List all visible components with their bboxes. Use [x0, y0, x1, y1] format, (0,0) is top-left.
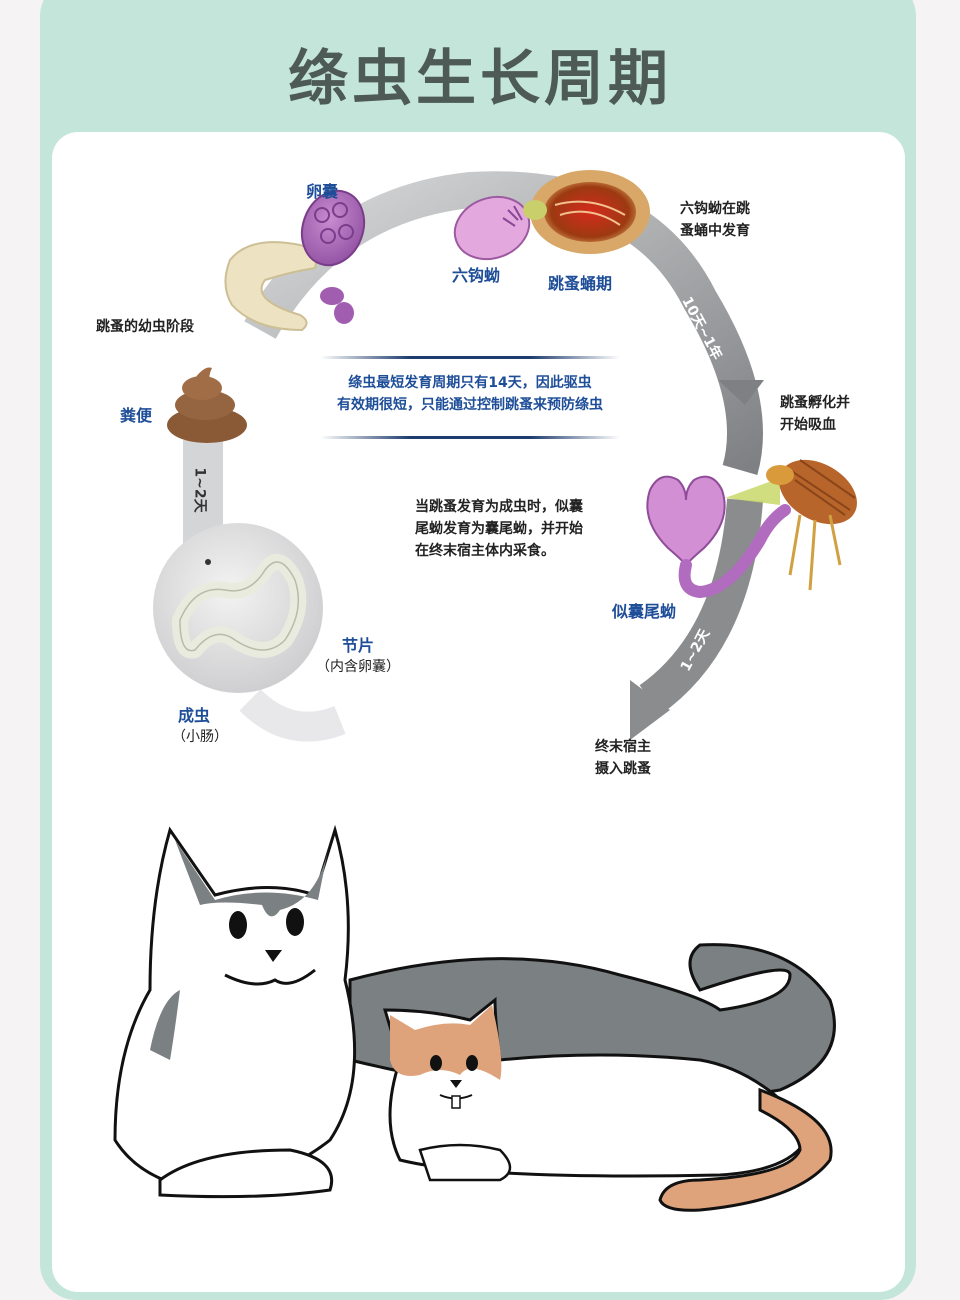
- note-line: 终末宿主: [595, 739, 651, 755]
- center-note: 绦虫最短发育周期只有14天，因此驱虫 有效期很短，只能通过控制跳蚤来预防绦虫: [300, 372, 640, 416]
- flea-pupa-illustration: [523, 170, 650, 254]
- flea-illustration: [766, 459, 857, 591]
- flea-larva-illustration: [224, 241, 317, 332]
- cats-illustration: [113, 824, 836, 1212]
- label-segments-sub: （内含卵囊）: [316, 659, 400, 675]
- label-segments: 节片: [342, 636, 375, 655]
- note-host-ingest: 终末宿主 摄入跳蚤: [595, 736, 651, 780]
- note-flea-larva: 跳蚤的幼虫阶段: [96, 319, 194, 335]
- note-line: 尾蚴发育为囊尾蚴，并开始: [415, 521, 583, 537]
- note-rule-top: [320, 356, 620, 359]
- egg-capsule-illustration: [300, 189, 366, 324]
- note-rule-bottom: [320, 436, 620, 439]
- adult-tapeworm-illustration: [153, 523, 323, 693]
- note-line: 六钩蚴在跳: [680, 201, 750, 217]
- note-line: 开始吸血: [780, 417, 836, 433]
- duration-feces: 1~2天: [191, 467, 208, 513]
- label-adult-sub: （小肠）: [172, 729, 228, 745]
- label-adult: 成虫: [178, 706, 211, 725]
- center-note-line-1: 绦虫最短发育周期只有14天，因此驱虫: [348, 375, 592, 391]
- cysticercoid-illustration: [646, 475, 791, 599]
- page-title: 绦虫生长周期: [288, 44, 672, 114]
- note-line: 跳蚤孵化并: [780, 395, 850, 411]
- note-line: 蚤蛹中发育: [680, 223, 750, 239]
- note-oncosphere-develops: 六钩蚴在跳 蚤蛹中发育: [680, 198, 750, 242]
- feces-illustration: [167, 367, 247, 443]
- label-oncosphere: 六钩蚴: [452, 266, 501, 285]
- note-line: 摄入跳蚤: [595, 761, 651, 777]
- label-cysticercoid: 似囊尾蚴: [612, 602, 677, 621]
- note-flea-hatch: 跳蚤孵化并 开始吸血: [780, 392, 850, 436]
- label-egg-capsule: 卵囊: [306, 182, 339, 201]
- note-flea-adult: 当跳蚤发育为成虫时，似囊 尾蚴发育为囊尾蚴，并开始 在终末宿主体内采食。: [415, 496, 583, 562]
- note-line: 当跳蚤发育为成虫时，似囊: [415, 499, 583, 515]
- label-feces: 粪便: [120, 406, 153, 425]
- note-line: 在终末宿主体内采食。: [415, 543, 555, 559]
- label-flea-pupa: 跳蚤蛹期: [548, 274, 613, 293]
- center-note-line-2: 有效期很短，只能通过控制跳蚤来预防绦虫: [337, 397, 603, 413]
